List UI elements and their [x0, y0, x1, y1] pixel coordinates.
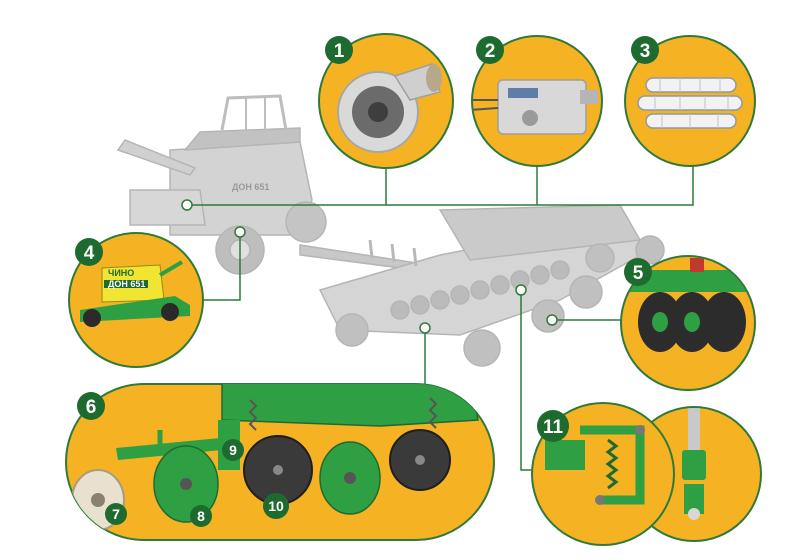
- callout-connectors: [187, 165, 694, 471]
- callout-11: 11: [531, 402, 762, 546]
- badge-7: [105, 503, 127, 525]
- badge-10-label: 10: [268, 498, 284, 514]
- background-seeder-machine: [116, 94, 665, 367]
- coulter-shank-image: [682, 408, 706, 520]
- callout-2: 2: [471, 35, 603, 167]
- rollers-image: [637, 77, 743, 129]
- air-cart-image: [80, 260, 190, 327]
- badge-4-label: 4: [84, 243, 95, 264]
- badge-1: [325, 36, 353, 64]
- badge-4: [75, 238, 103, 266]
- fan-housing-image: [337, 63, 442, 153]
- callout-3: 3: [624, 35, 756, 167]
- badge-11: [537, 410, 569, 442]
- badge-8: [190, 505, 212, 527]
- badge-2-label: 2: [485, 41, 496, 62]
- cart-logo-text: ДОН 651: [108, 279, 145, 289]
- callout-4: ДОН 651 ЧИНО 4: [68, 232, 204, 368]
- badge-5-label: 5: [633, 263, 644, 284]
- badge-2: [476, 36, 504, 64]
- badge-10: [263, 493, 289, 519]
- callout-5: 5: [620, 255, 756, 391]
- badge-11-label: 11: [543, 417, 564, 438]
- badge-9-label: 9: [229, 442, 237, 458]
- badge-7-label: 7: [112, 506, 120, 522]
- background-cart-logo: ДОН 651: [232, 182, 269, 192]
- badge-6-label: 6: [86, 397, 97, 418]
- callout-6: 6 7 8 9 10: [65, 383, 495, 541]
- packer-wheels-image: [625, 258, 754, 352]
- badge-3-label: 3: [640, 41, 651, 62]
- coulter-spring-image: [545, 425, 645, 505]
- callout-1: 1: [318, 33, 454, 169]
- cart-brand-text: ЧИНО: [108, 268, 134, 278]
- badge-9: [222, 439, 244, 461]
- badge-8-label: 8: [197, 508, 205, 524]
- badge-6: [77, 392, 105, 420]
- gearbox-image: [473, 79, 598, 135]
- badge-3: [631, 36, 659, 64]
- connector-dots: [181, 199, 558, 334]
- badge-5: [624, 258, 652, 286]
- badge-1-label: 1: [334, 41, 345, 62]
